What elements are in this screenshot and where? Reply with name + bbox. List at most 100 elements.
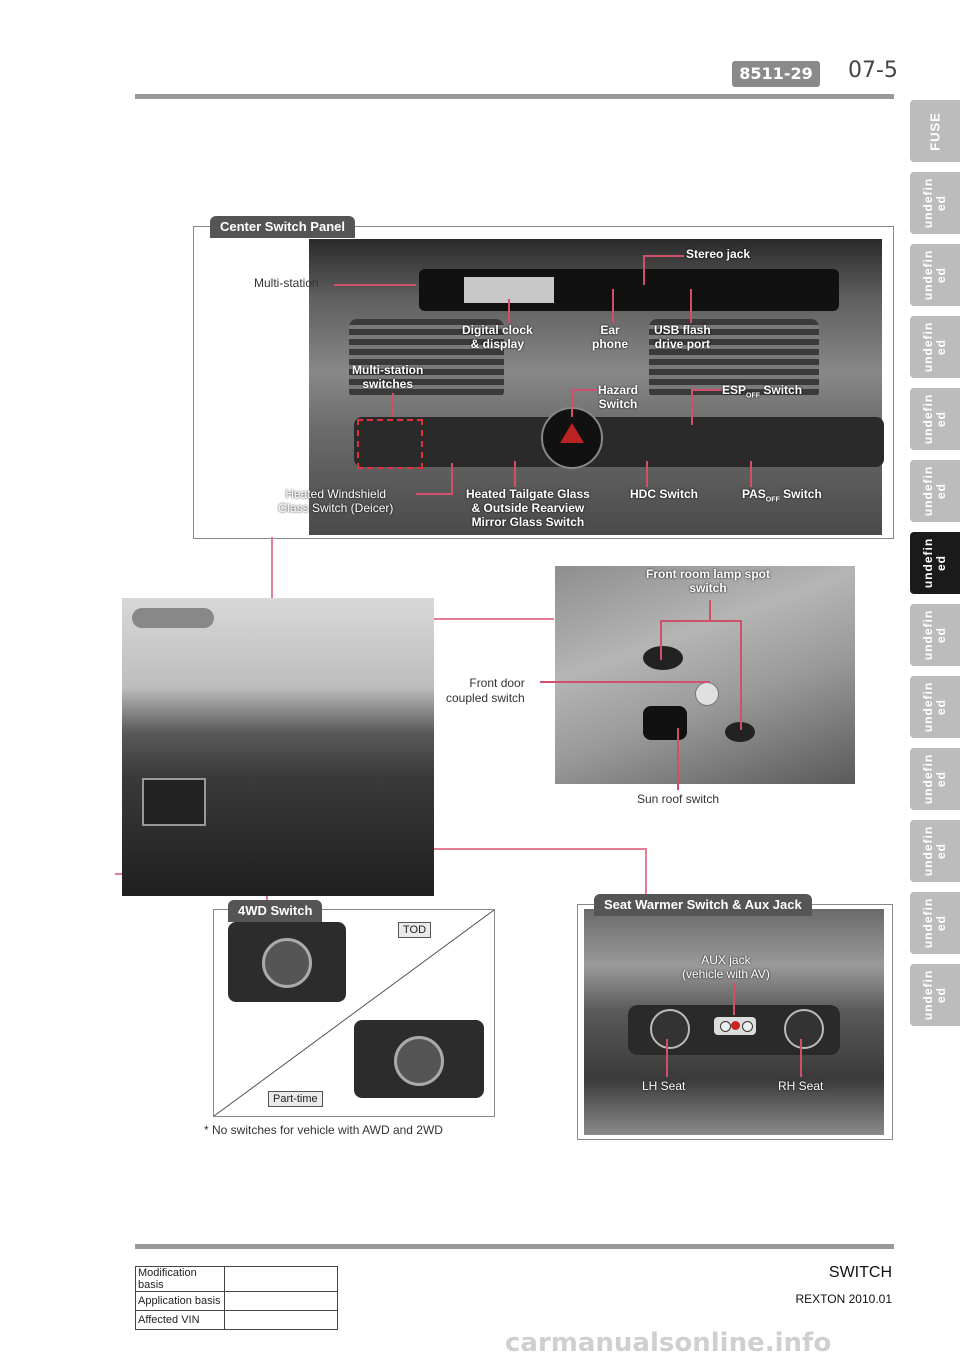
sunroof-switch [643, 706, 687, 740]
leader-line [740, 620, 742, 730]
side-tab-label: undefin ed [921, 825, 949, 877]
leader-line [646, 461, 648, 487]
table-row: Application basis [135, 1291, 338, 1311]
hazard-label: Hazard Switch [598, 383, 639, 411]
side-tab-label: undefin ed [921, 537, 949, 589]
leader-line [692, 389, 722, 391]
page-number: 07-5 [848, 58, 898, 83]
roof-console-photo [555, 566, 855, 784]
left-air-vent [349, 319, 504, 399]
seat-panel-title: Seat Warmer Switch & Aux Jack [594, 894, 812, 916]
lh-seat-knob[interactable] [650, 1009, 690, 1049]
center-switch-panel: Center Switch Panel Multi-station Stereo… [193, 216, 894, 539]
leader-line [666, 1039, 668, 1077]
footer-title: SWITCH [828, 1264, 892, 1281]
leader-line [514, 461, 516, 487]
diagonal-divider [214, 910, 494, 1116]
multi-station-switches-label: Multi-station switches [352, 363, 424, 391]
ear-phone-label: Ear phone [592, 323, 628, 351]
side-tab[interactable]: undefin ed [910, 964, 960, 1026]
part-time-label: Part-time [268, 1091, 323, 1107]
heated-windshield-label: Heated Windshield Glass Switch (Deicer) [278, 487, 394, 515]
table-row: Affected VIN [135, 1310, 338, 1330]
watermark: carmanualsonline.info [505, 1328, 832, 1358]
side-tab[interactable]: undefin ed [910, 532, 960, 594]
side-tab-label: undefin ed [921, 465, 949, 517]
stereo-jack-label: Stereo jack [686, 247, 751, 261]
side-tab[interactable]: FUSE [910, 100, 960, 162]
side-tab-label: undefin ed [921, 177, 949, 229]
4wd-panel-title: 4WD Switch [228, 900, 323, 922]
part-time-switch-photo [354, 1020, 484, 1098]
seat-warmer-panel: AUX jack (vehicle with AV) LH Seat RH Se… [577, 904, 893, 1140]
leader-line [416, 493, 452, 495]
side-tab-label: undefin ed [921, 753, 949, 805]
leader-line [733, 983, 735, 1015]
right-air-vent [649, 319, 819, 399]
section-code-badge: 8511-29 [732, 61, 820, 87]
side-tab-label: undefin ed [921, 249, 949, 301]
side-tab-label: FUSE [927, 111, 943, 151]
seat-warmer-photo [584, 909, 884, 1135]
side-tab-label: undefin ed [921, 681, 949, 733]
side-tab[interactable]: undefin ed [910, 460, 960, 522]
side-tab[interactable]: undefin ed [910, 676, 960, 738]
rh-seat-label: RH Seat [778, 1079, 824, 1093]
multi-station-switches-highlight [357, 419, 423, 469]
side-tab[interactable]: undefin ed [910, 820, 960, 882]
switch-row [354, 417, 884, 467]
side-tab[interactable]: undefin ed [910, 892, 960, 954]
leader-line [800, 1039, 802, 1077]
heated-tailgate-label: Heated Tailgate Glass & Outside Rearview… [466, 487, 590, 529]
leader-line [572, 389, 598, 391]
room-lamp-spot-right [725, 722, 755, 742]
aux-yellow-socket [742, 1021, 753, 1032]
leader-line [612, 289, 614, 323]
leader-line [540, 681, 710, 683]
room-lamp-spot-left [643, 646, 683, 670]
clock-display [464, 277, 554, 303]
4wd-switch-panel: TOD Part-time [213, 909, 495, 1117]
leader-line [750, 461, 752, 487]
awd-note: * No switches for vehicle with AWD and 2… [204, 1123, 443, 1137]
side-tab[interactable]: undefin ed [910, 748, 960, 810]
leader-line [334, 284, 416, 286]
sun-roof-label: Sun roof switch [637, 792, 720, 806]
leader-line [691, 389, 693, 425]
rh-seat-knob[interactable] [784, 1009, 824, 1049]
side-tab[interactable]: undefin ed [910, 604, 960, 666]
usb-label: USB flash drive port [654, 323, 711, 351]
pas-off-label: PASOFF Switch [742, 487, 822, 504]
aux-jack-label: AUX jack (vehicle with AV) [682, 953, 770, 981]
leader-line [660, 620, 742, 622]
side-tab[interactable]: undefin ed [910, 172, 960, 234]
header-rule [135, 94, 894, 99]
rear-view-mirror [132, 608, 214, 628]
aux-jack[interactable] [714, 1017, 756, 1035]
side-tab-label: undefin ed [921, 969, 949, 1021]
aux-red-socket [731, 1021, 740, 1030]
side-tab-label: undefin ed [921, 321, 949, 373]
side-tab-label: undefin ed [921, 609, 949, 661]
part-time-knob-icon [394, 1036, 444, 1086]
navigation-screen [142, 778, 206, 826]
side-tab[interactable]: undefin ed [910, 388, 960, 450]
side-tab[interactable]: undefin ed [910, 244, 960, 306]
center-panel-photo [309, 239, 884, 535]
side-tab-label: undefin ed [921, 393, 949, 445]
hdc-label: HDC Switch [630, 487, 699, 501]
side-tab-label: undefin ed [921, 897, 949, 949]
tod-switch-photo [228, 922, 346, 1002]
front-door-switch [695, 682, 719, 706]
multi-station-label: Multi-station [254, 276, 319, 290]
tod-knob-icon [262, 938, 312, 988]
leader-line [660, 620, 662, 660]
footer-rule [135, 1244, 894, 1249]
aux-white-socket [720, 1021, 731, 1032]
interior-photo [122, 598, 434, 896]
leader-line [508, 299, 510, 323]
front-room-lamp-label: Front room lamp spot switch [646, 567, 770, 595]
esp-off-label: ESPOFF Switch [722, 383, 803, 400]
leader-line [643, 255, 645, 285]
side-tab[interactable]: undefin ed [910, 316, 960, 378]
